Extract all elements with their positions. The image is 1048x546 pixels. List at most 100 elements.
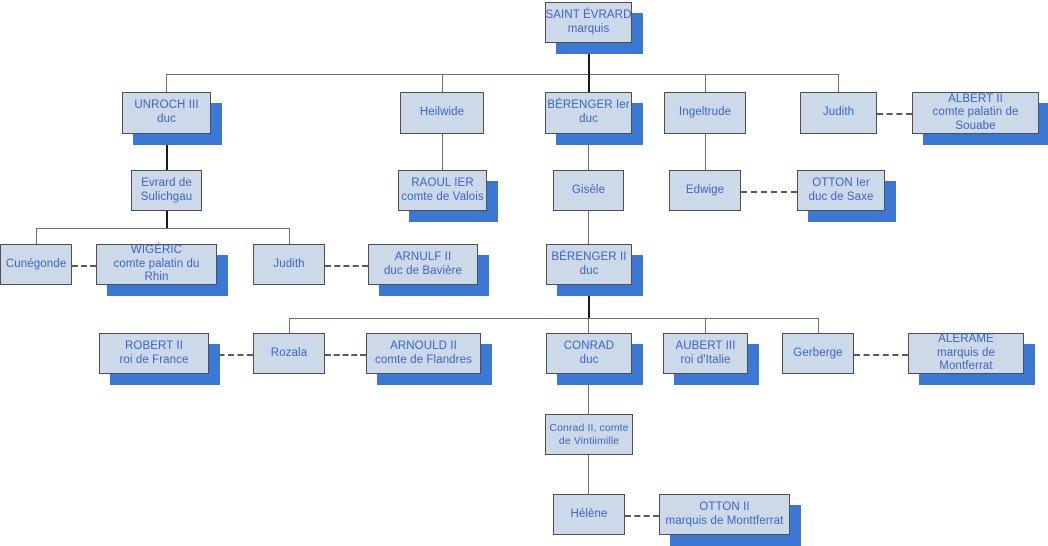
node-helene[interactable]: Hélène [553,494,625,535]
connector-conrad-ii-to-helene [588,455,589,494]
node-title: ARNOULD II [390,339,457,352]
node-title: Rozala [270,346,308,359]
node-subtitle: marquis de Montferrat [937,346,995,373]
node-title: CONRAD [563,339,615,352]
marriage-connector-cunegonde-wigeric [72,265,96,267]
node-subtitle: duc [579,264,599,277]
connector-bus-row5 [289,318,818,319]
node-title: Gisèle [571,183,606,196]
node-title: ALERAME [938,333,994,346]
marriage-connector-helene-otton [625,515,659,517]
marriage-connector-robert-rozala [209,354,253,356]
connector-heilwide-to-raoul [442,134,443,170]
node-title: Hélène [570,507,608,520]
node-title: ALBERT II [948,92,1003,105]
connector-drop-heilwide [442,74,443,92]
marriage-connector-rozala-arnould [325,354,366,356]
node-subtitle: duc de Saxe [808,190,874,203]
node-title: BÉRENGER II [551,250,627,263]
connector-bus-row4 [36,228,289,229]
node-subtitle: de Vintiimille [558,434,620,447]
node-title: AUBERT III [675,339,736,352]
node-edwige[interactable]: Edwige [669,170,741,211]
connector-drop-judith-top [838,74,839,92]
node-subtitle: duc [157,113,176,125]
connector-gisele-to-berenger-ii [588,211,589,244]
node-title: OTTON II [699,500,750,513]
node-subtitle: duc [579,353,599,366]
node-title: WIGÉRIC [130,244,183,257]
node-cunegonde[interactable]: Cunégonde [0,244,72,285]
node-subtitle: comte palatin de Souabe [932,106,1019,132]
node-subtitle: marquis de Monttferrat [665,514,784,527]
connector-drop-unroch [166,74,167,92]
node-subtitle: Sulichgau [140,190,193,203]
node-judith_mid[interactable]: Judith [253,244,325,285]
connector-drop-conrad [588,318,589,333]
node-subtitle: duc [579,113,598,125]
node-title: Gerberge [793,346,843,359]
connector-drop-cunegonde [36,228,37,244]
node-title: SAINT ÉVRARD [545,8,632,21]
node-title: Evrard de [141,176,192,189]
node-subtitle: comte palatin du Rhin [113,257,200,284]
node-title: ARNULF II [394,250,452,263]
connector-drop-rozala [289,318,290,333]
connector-drop-judith-mid [289,228,290,244]
marriage-connector-judith-arnulf [325,265,368,267]
marriage-connector-gerberge-alerame [854,354,908,356]
marriage-connector-judith-albert [877,113,912,115]
node-subtitle: roi de France [119,353,189,366]
node-gisele[interactable]: Gisèle [553,170,624,211]
connector-drop-gerberge [818,318,819,333]
node-title: OTTON Ier [812,176,870,189]
connector-berenger-ii-down [588,285,590,318]
connector-drop-aubert [705,318,706,333]
connector-evrard-down [166,211,168,228]
connector-saint-evrard-down [588,43,590,75]
connector-bus-row2 [166,74,839,75]
node-judith_top[interactable]: Judith [800,92,877,134]
node-title: Judith [273,257,305,270]
node-subtitle: marquis [567,22,610,35]
node-subtitle: roi d'Italie [680,353,731,366]
connector-drop-berenger-ier [588,74,590,92]
node-subtitle: comte de Valois [401,190,484,203]
node-title: Conrad II, comte [549,422,629,435]
node-title: Cunégonde [5,257,67,270]
node-gerberge[interactable]: Gerberge [782,333,854,374]
node-heilwide[interactable]: Heilwide [400,92,484,134]
node-title: Judith [822,106,855,119]
node-title: RAOUL IER [411,176,474,189]
node-title: Ingeltrude [678,106,732,119]
node-rozala[interactable]: Rozala [253,333,325,374]
connector-ingeltrude-to-edwige [705,134,706,170]
connector-unroch-to-evrard [166,134,168,170]
node-title: BÉRENGER Ier [547,99,630,112]
node-subtitle: comte de Flandres [375,353,472,366]
node-ingeltrude[interactable]: Ingeltrude [664,92,746,134]
node-title: UNROCH III [134,99,199,112]
node-title: Heilwide [419,106,465,119]
node-title: ROBERT II [125,339,183,352]
marriage-connector-edwige-otton [741,191,797,193]
connector-berenger-ier-to-gisele [588,134,589,170]
